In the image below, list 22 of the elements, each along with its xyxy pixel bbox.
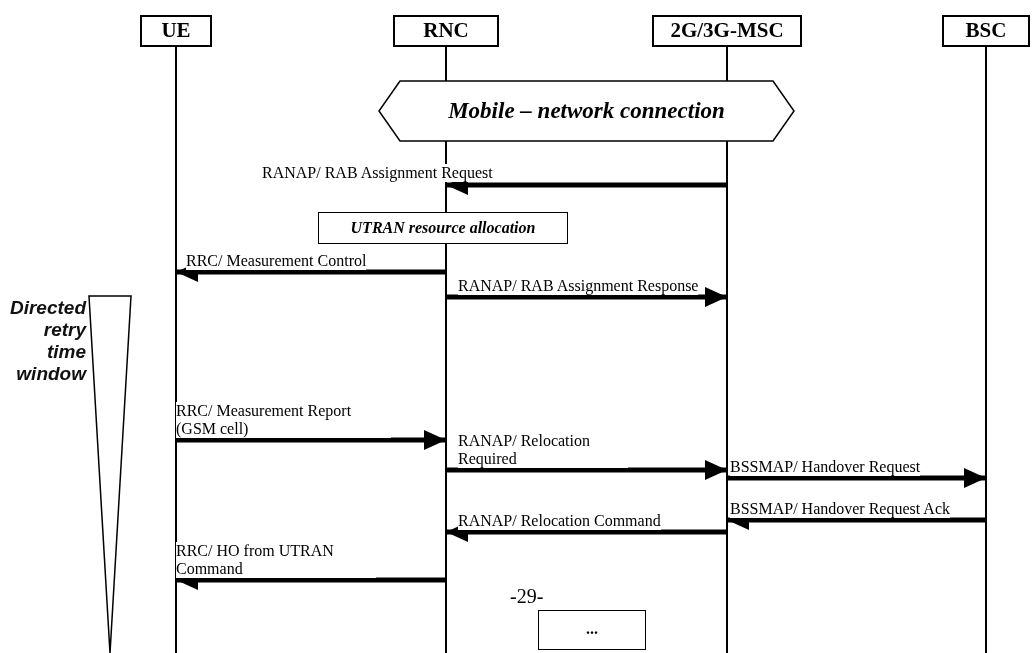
- message-label: RRC/ HO from UTRAN Command: [176, 542, 376, 578]
- participant-box: BSC: [942, 15, 1030, 47]
- time-window-label: Directed retry time window: [8, 297, 86, 385]
- message-label: BSSMAP/ Handover Request: [730, 458, 921, 476]
- message-arrow: [446, 460, 727, 480]
- message-arrow: [727, 468, 986, 488]
- message-arrow: [176, 430, 446, 450]
- participant-box: RNC: [393, 15, 499, 47]
- message-label: BSSMAP/ Handover Request Ack: [730, 500, 950, 518]
- message-label: RRC/ Measurement Report (GSM cell): [176, 402, 391, 438]
- message-label: RANAP/ RAB Assignment Request: [262, 164, 493, 182]
- ellipsis-box: ...: [538, 610, 646, 650]
- connection-hexagon: Mobile – network connection: [378, 80, 795, 142]
- time-window-triangle: [88, 295, 132, 653]
- participant-box: 2G/3G-MSC: [652, 15, 802, 47]
- message-label: RANAP/ Relocation Command: [458, 512, 661, 530]
- participant-box: UE: [140, 15, 212, 47]
- message-label: RANAP/ Relocation Required: [458, 432, 628, 468]
- message-label: RRC/ Measurement Control: [186, 252, 367, 270]
- process-box: UTRAN resource allocation: [318, 212, 568, 244]
- message-label: RANAP/ RAB Assignment Response: [458, 277, 699, 295]
- message-arrow: [446, 287, 727, 307]
